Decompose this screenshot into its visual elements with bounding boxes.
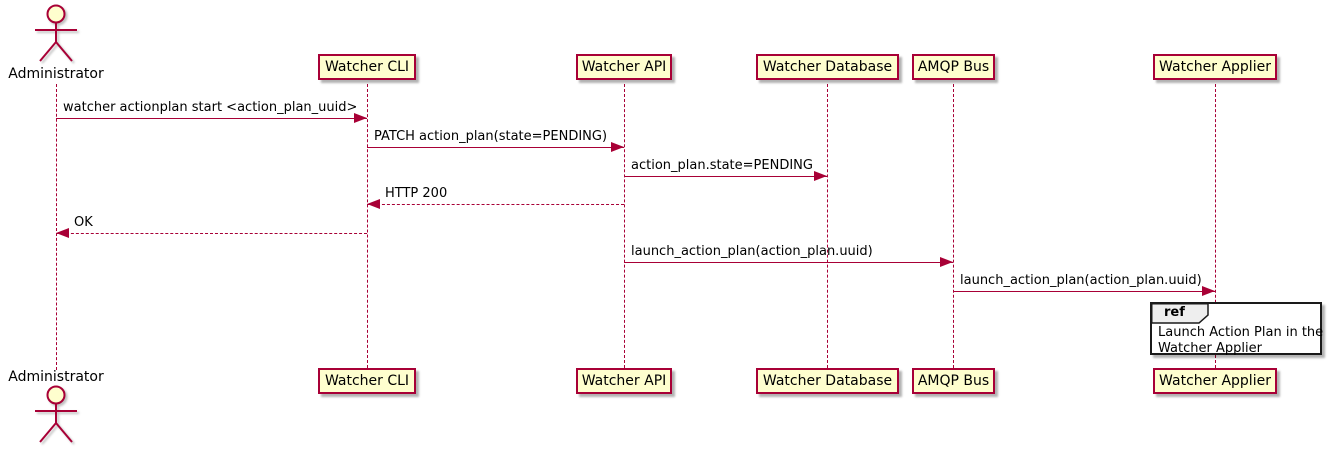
lifeline-amqp-bus — [953, 84, 954, 368]
message-label: OK — [74, 215, 93, 230]
message-line — [953, 291, 1215, 292]
arrowhead-left-icon — [367, 199, 380, 209]
message-label: launch_action_plan(action_plan.uuid) — [960, 273, 1202, 288]
arrowhead-right-icon — [940, 257, 953, 267]
lifeline-administrator — [56, 84, 57, 370]
participant-box-amqp-bus-top: AMQP Bus — [912, 54, 995, 80]
actor-icon — [35, 4, 77, 62]
participant-box-watcher-applier-top: Watcher Applier — [1153, 54, 1277, 80]
lifeline-watcher-cli — [367, 84, 368, 368]
lifeline-watcher-database — [827, 84, 828, 368]
message-label: launch_action_plan(action_plan.uuid) — [631, 244, 873, 259]
participant-name: AMQP Bus — [917, 373, 990, 389]
participant-name: Watcher CLI — [324, 59, 410, 75]
participant-box-watcher-api-bottom: Watcher API — [576, 368, 672, 394]
ref-text-line1: Launch Action Plan in the — [1158, 325, 1324, 340]
arrowhead-right-icon — [1202, 286, 1215, 296]
participant-box-watcher-cli-bottom: Watcher CLI — [318, 368, 416, 394]
message-line — [56, 233, 367, 234]
participant-name: Watcher Database — [762, 373, 893, 389]
participant-box-amqp-bus-bottom: AMQP Bus — [912, 368, 995, 394]
participant-name: Watcher API — [581, 373, 667, 389]
participant-name: Watcher Applier — [1159, 373, 1271, 389]
message-line — [367, 147, 624, 148]
participant-box-watcher-database-top: Watcher Database — [756, 54, 899, 80]
participant-box-watcher-cli-top: Watcher CLI — [318, 54, 416, 80]
actor-label-administrator-top: Administrator — [8, 66, 104, 82]
ref-tag-icon — [1151, 303, 1209, 324]
ref-tag-label: ref — [1164, 305, 1185, 320]
participant-box-watcher-api-top: Watcher API — [576, 54, 672, 80]
participant-box-watcher-database-bottom: Watcher Database — [756, 368, 899, 394]
arrowhead-left-icon — [56, 228, 69, 238]
arrowhead-right-icon — [611, 142, 624, 152]
message-line — [624, 262, 953, 263]
participant-name: Watcher CLI — [324, 373, 410, 389]
message-line — [56, 118, 367, 119]
ref-text-line2: Watcher Applier — [1158, 341, 1262, 356]
message-line — [367, 204, 624, 205]
ref-fragment: ref Launch Action Plan in the Watcher Ap… — [1150, 302, 1324, 356]
message-label: watcher actionplan start <action_plan_uu… — [63, 100, 358, 115]
arrowhead-right-icon — [814, 171, 827, 181]
participant-box-watcher-applier-bottom: Watcher Applier — [1153, 368, 1277, 394]
participant-name: Watcher Applier — [1159, 59, 1271, 75]
message-label: HTTP 200 — [385, 186, 448, 201]
arrowhead-right-icon — [354, 113, 367, 123]
message-line — [624, 176, 827, 177]
participant-name: Watcher API — [581, 59, 667, 75]
message-label: action_plan.state=PENDING — [631, 158, 813, 173]
lifeline-watcher-applier — [1215, 84, 1216, 368]
actor-icon — [35, 385, 77, 443]
message-label: PATCH action_plan(state=PENDING) — [374, 129, 608, 144]
participant-name: Watcher Database — [762, 59, 893, 75]
actor-label-administrator-bottom: Administrator — [8, 369, 104, 385]
lifeline-watcher-api — [624, 84, 625, 368]
participant-name: AMQP Bus — [917, 59, 990, 75]
